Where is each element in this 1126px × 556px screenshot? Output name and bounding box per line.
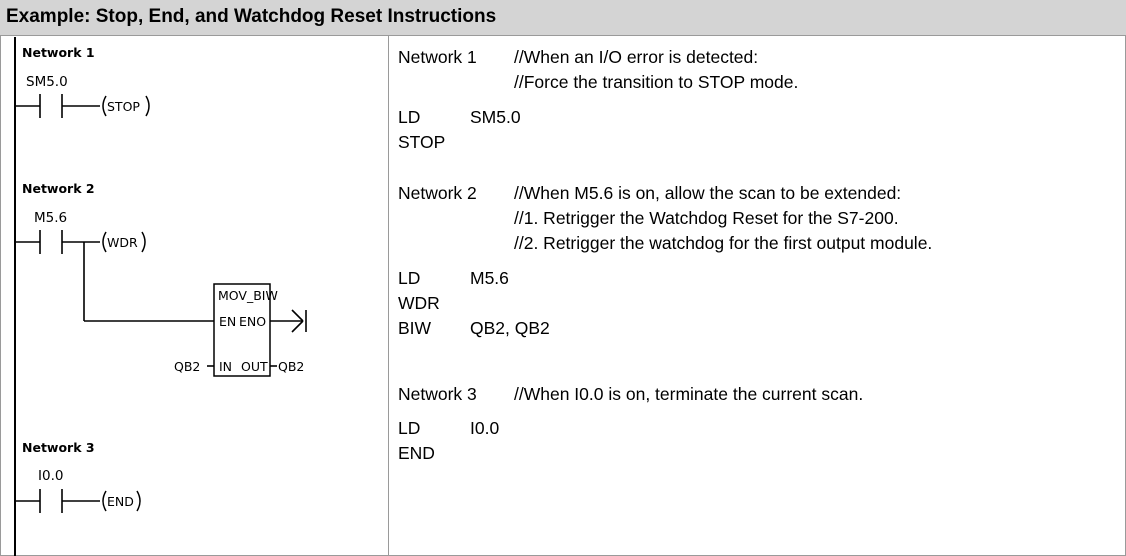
stl-listing: Network 1 //When an I/O error is detecte… xyxy=(398,37,1118,556)
ladder-svg: Network 1 SM5.0 STOP Network 2 M5.6 WDR xyxy=(14,37,307,556)
stl-network-1-comment: //When an I/O error is detected: xyxy=(514,47,759,67)
stl-network-3-comment: //When I0.0 is on, terminate the current… xyxy=(514,384,864,404)
column-divider xyxy=(388,36,389,556)
stl-instruction-arg: M5.6 xyxy=(470,268,509,288)
stl-network-3-label: Network 3 xyxy=(398,384,477,404)
example-header: Example: Stop, End, and Watchdog Reset I… xyxy=(0,0,1126,36)
network-3-contact xyxy=(15,489,100,513)
stl-instruction-op: LD xyxy=(398,418,421,438)
network-1-label: Network 1 xyxy=(22,45,95,60)
mov-biw-out-label: OUT xyxy=(241,359,268,374)
network-1-coil-label: STOP xyxy=(107,99,140,114)
stl-network-2-comment: //When M5.6 is on, allow the scan to be … xyxy=(514,183,902,203)
network-3-coil: END xyxy=(102,490,141,512)
network-3-coil-label: END xyxy=(107,494,134,509)
in-operand: QB2 xyxy=(174,359,200,374)
stl-instruction-op: LD xyxy=(398,107,421,127)
network-2-contact xyxy=(15,230,100,254)
stl-instruction-arg: I0.0 xyxy=(470,418,500,438)
eno-output-arrow xyxy=(270,309,307,333)
mov-biw-in-label: IN xyxy=(219,359,232,374)
mov-biw-eno-label: ENO xyxy=(239,314,266,329)
stl-network-2-label: Network 2 xyxy=(398,183,477,203)
stl-network-1-comment: //Force the transition to STOP mode. xyxy=(514,72,799,92)
network-3-contact-operand: I0.0 xyxy=(38,468,63,484)
stl-instruction-arg: QB2, QB2 xyxy=(470,318,550,338)
stl-instruction-op: STOP xyxy=(398,132,446,152)
stl-network-2-comment: //2. Retrigger the watchdog for the firs… xyxy=(514,233,933,253)
network-2-coil: WDR xyxy=(102,231,146,253)
stl-instruction-op: END xyxy=(398,443,435,463)
network-3-label: Network 3 xyxy=(22,440,95,455)
mov-biw-box-name: MOV_BIW xyxy=(218,288,278,303)
stl-network-2-comment: //1. Retrigger the Watchdog Reset for th… xyxy=(514,208,899,228)
stl-instruction-op: LD xyxy=(398,268,421,288)
stl-instruction-op: BIW xyxy=(398,318,432,338)
network-1-coil: STOP xyxy=(102,95,150,117)
stl-instruction-arg: SM5.0 xyxy=(470,107,521,127)
out-operand: QB2 xyxy=(278,359,304,374)
network-2-coil-label: WDR xyxy=(107,235,138,250)
network-1-contact xyxy=(15,94,100,118)
network-2-branch-wire xyxy=(83,242,214,322)
ladder-diagram: Network 1 SM5.0 STOP Network 2 M5.6 WDR xyxy=(0,37,388,556)
stl-instruction-op: WDR xyxy=(398,293,440,313)
mov-biw-en-label: EN xyxy=(219,314,236,329)
example-title: Example: Stop, End, and Watchdog Reset I… xyxy=(6,6,497,27)
stl-network-1-label: Network 1 xyxy=(398,47,477,67)
mov-biw-box: MOV_BIW EN ENO IN OUT xyxy=(213,283,278,377)
network-1-contact-operand: SM5.0 xyxy=(26,74,68,90)
network-2-contact-operand: M5.6 xyxy=(34,210,67,226)
network-2-label: Network 2 xyxy=(22,181,95,196)
